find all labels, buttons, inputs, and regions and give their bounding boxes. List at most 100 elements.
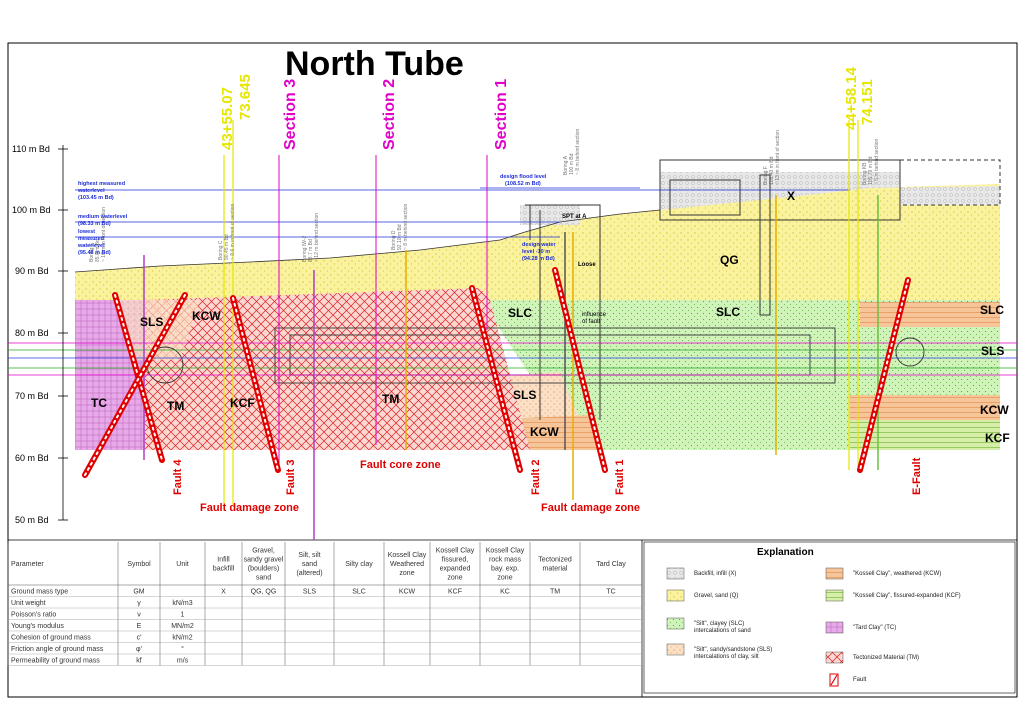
section-2-label: Section 2 bbox=[381, 79, 398, 150]
table-cell: 1 bbox=[181, 612, 185, 619]
table-cell: m/s bbox=[177, 658, 189, 665]
table-header-cell: backfill bbox=[213, 566, 235, 573]
station-structure bbox=[525, 159, 1001, 420]
fault-labels: Fault 4 Fault 3 Fault 2 Fault 1 E-Fault bbox=[172, 457, 923, 495]
table-header-cell: Unit bbox=[176, 561, 189, 568]
water-level-labels: highest measured waterlevel (103.45 m Bd… bbox=[77, 174, 556, 262]
table-cell: SLC bbox=[352, 589, 366, 596]
elev-60: 60 m Bd bbox=[15, 453, 49, 463]
section-3-label: Section 3 bbox=[282, 79, 299, 150]
boring-f-note: ~ 13 m in front of section bbox=[775, 130, 781, 185]
table-header-cell: Silty clay bbox=[345, 561, 373, 568]
boring-d-note: ~ 8 m behind section bbox=[403, 204, 409, 250]
table-header-cell: sand bbox=[302, 561, 317, 568]
boring-f-elev: 103.43 m Bd bbox=[769, 156, 775, 185]
station-labels: 43+55.07 73.645 44+58.14 74.151 bbox=[219, 66, 876, 150]
fault-1-hatch bbox=[554, 269, 606, 471]
unit-kcf-left: KCF bbox=[230, 396, 255, 410]
unit-labels: X QG SLS KCW TC TM KCF TM SLC SLC SLS KC… bbox=[91, 189, 1010, 445]
table-header-cell: expanded bbox=[440, 566, 471, 573]
unit-sls-left: SLS bbox=[140, 315, 163, 329]
fault-1-label: Fault 1 bbox=[614, 460, 626, 495]
unit-tc: TC bbox=[91, 396, 107, 410]
boring-f-name: Boring F bbox=[763, 166, 769, 185]
station-4458: 44+58.14 bbox=[843, 66, 860, 130]
legend-label-backfill: Backfill, infill (X) bbox=[694, 571, 736, 577]
table-cell: ν bbox=[137, 612, 141, 619]
sheet-frame bbox=[7, 42, 1018, 698]
elevation-labels: 110 m Bd 100 m Bd 90 m Bd 80 m Bd 70 m B… bbox=[12, 144, 51, 525]
kcf-band-right bbox=[850, 420, 1000, 450]
unit-qg: QG bbox=[720, 253, 739, 267]
section-1-label: Section 1 bbox=[493, 79, 510, 150]
wl-design-1: design water bbox=[522, 242, 556, 248]
unit-kcw-far: KCW bbox=[980, 403, 1009, 417]
fault-2-hatch bbox=[471, 287, 521, 471]
wl-lowest-3: waterlevel bbox=[77, 243, 105, 249]
legend-swatch-kcf bbox=[825, 589, 844, 602]
station-74151: 74.151 bbox=[859, 79, 876, 125]
table-header-cell: Tectonized bbox=[538, 557, 572, 564]
backfill-shaft bbox=[520, 205, 580, 225]
table-header-cell: Kossell Clay bbox=[388, 552, 427, 559]
boring-c-note: ~ 8.6 m in front of section bbox=[230, 204, 236, 260]
unit-x: X bbox=[787, 189, 795, 203]
table-cell: γ bbox=[137, 600, 141, 607]
table-cell: kf bbox=[136, 658, 142, 665]
zone-labels: Fault core zone Fault damage zone Fault … bbox=[200, 459, 640, 514]
legend-swatch-tc bbox=[825, 621, 844, 634]
table-header-cell: zone bbox=[399, 570, 414, 577]
boring-a-note: ~ 8 m behind section bbox=[575, 129, 581, 175]
elev-50: 50 m Bd bbox=[15, 515, 49, 525]
unit-slc-far: SLC bbox=[980, 303, 1004, 317]
elev-80: 80 m Bd bbox=[15, 328, 49, 338]
table-cell: Permeability of ground mass bbox=[11, 658, 100, 665]
geology-units bbox=[75, 172, 1000, 450]
table-cell: E bbox=[137, 623, 142, 630]
table-cell: c' bbox=[137, 635, 142, 642]
table-cell: kN/m2 bbox=[172, 635, 192, 642]
wl-flood-1: design flood level bbox=[500, 174, 547, 180]
table-header-cell: fissured, bbox=[442, 557, 469, 564]
table-cell: Friction angle of ground mass bbox=[11, 646, 104, 653]
wl-design-3: (94.28 m Bd) bbox=[522, 256, 555, 262]
legend-label-sls: "Silt", sandy/sandstone (SLS) bbox=[694, 647, 772, 653]
wl-medium-1: medium waterlevel bbox=[78, 214, 128, 220]
legend-swatch-backfill bbox=[666, 567, 685, 580]
table-header-cell: (altered) bbox=[296, 570, 322, 577]
boring-kb-name: Boring KB bbox=[862, 162, 868, 185]
boring-iw2-note: ~ 12 m behind section bbox=[314, 213, 320, 262]
wl-lowest-2: measured bbox=[78, 236, 104, 242]
ground-surface bbox=[74, 209, 661, 273]
fault-3-label: Fault 3 bbox=[285, 460, 297, 495]
influence-label-1: influence bbox=[582, 312, 607, 318]
misc-labels: SPT at A Loose influence of fault bbox=[562, 214, 607, 325]
table-header-cell: Tard Clay bbox=[596, 561, 626, 568]
boring-a-elev: 100 m Bd bbox=[569, 153, 575, 175]
table-header-cell: Weathered bbox=[390, 561, 424, 568]
influence-label-2: of fault bbox=[582, 319, 600, 325]
boring-e-elev: 85.0 m Bd bbox=[95, 239, 101, 262]
fault-4-b-hatch bbox=[84, 294, 186, 476]
kcw-band-upper bbox=[860, 302, 1000, 327]
legend-title: Explanation bbox=[757, 547, 814, 558]
unit-kcw-left: KCW bbox=[192, 309, 221, 323]
table-cell: Cohesion of ground mass bbox=[11, 635, 91, 642]
section-lines bbox=[278, 155, 488, 470]
legend-label-sls: intercalations of clay, silt bbox=[694, 654, 759, 660]
table-cell: Unit weight bbox=[11, 600, 46, 607]
legend-swatch-fault-mark bbox=[830, 674, 838, 686]
legend-items: Backfill, infill (X)"Kossell Clay", weat… bbox=[666, 567, 961, 687]
table-header-cell: material bbox=[543, 566, 568, 573]
table-header-cell: rock mass bbox=[489, 557, 521, 564]
legend-swatch-gravel bbox=[666, 589, 685, 602]
station-73645: 73.645 bbox=[237, 74, 254, 120]
backfill-layer bbox=[660, 172, 1000, 210]
boring-d-name: Boring D bbox=[391, 230, 397, 250]
boring-iw2-name: Boring IW-2 bbox=[302, 235, 308, 262]
unit-slc-mid: SLC bbox=[508, 306, 532, 320]
table-header-cell: zone bbox=[497, 575, 512, 582]
station-lines bbox=[223, 120, 859, 505]
elevation-ticks bbox=[58, 148, 68, 521]
fault-damage-zone-left-label: Fault damage zone bbox=[200, 502, 299, 514]
